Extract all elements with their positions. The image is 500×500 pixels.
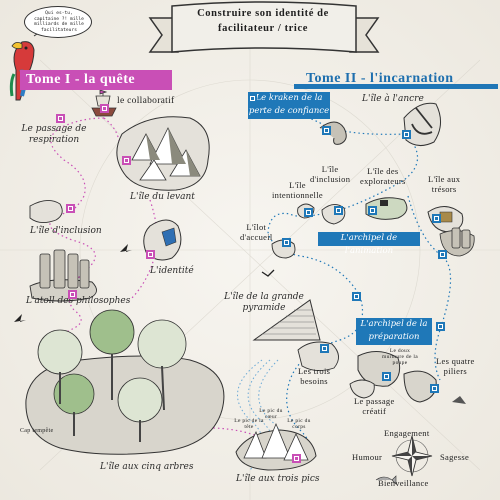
tome2-underline (294, 84, 498, 89)
label-archipel-animation: L'archipel de l'animation (318, 232, 420, 256)
label-quatre-piliers: Les quatre piliers (436, 356, 475, 376)
title-banner (148, 1, 380, 53)
label-cinq-arbres: L'île aux cinq arbres (100, 462, 194, 472)
stop-marker[interactable] (68, 290, 77, 299)
island-quatre-piliers (403, 370, 437, 403)
stop-marker[interactable] (436, 322, 445, 331)
stop-marker[interactable] (304, 208, 313, 217)
passage-creatif-line1: Le passage (354, 396, 395, 406)
ile-tresors-line1: L'île aux (428, 174, 461, 184)
stop-marker[interactable] (292, 454, 301, 463)
island-cinq-arbres (25, 309, 225, 455)
island-atoll (29, 249, 97, 302)
trois-besoins-line1: Les trois (298, 366, 331, 376)
tome2-route (251, 97, 419, 461)
label-identite: L'identité (150, 266, 194, 276)
compass-rose (391, 435, 433, 477)
title-line2: facilitateur / trice (218, 23, 308, 34)
island-identite (143, 219, 182, 261)
label-ilot-accueil: L'îlot d'accueil (240, 222, 273, 242)
ilot-accueil-line1: L'îlot (246, 222, 267, 232)
stop-marker[interactable] (248, 94, 257, 103)
bubble-line3: milliards de mille facilitateurs (34, 22, 84, 33)
stop-marker[interactable] (368, 206, 377, 215)
label-pic-corps: Le pic du corps (287, 418, 311, 430)
bubble-line1: Qui es-tu, (45, 11, 73, 16)
label-kraken: Le kraken de la perte de confiance (248, 92, 330, 119)
trois-besoins-line2: besoins (300, 376, 328, 386)
quatre-piliers-line2: piliers (443, 366, 467, 376)
stop-marker[interactable] (402, 130, 411, 139)
stop-marker[interactable] (382, 372, 391, 381)
ilot-accueil-line2: d'accueil (240, 232, 273, 242)
stop-marker[interactable] (146, 250, 155, 259)
label-atoll: L'atoll des philosophes (26, 296, 131, 306)
tome2-header: Tome II - l'incarnation (294, 69, 498, 89)
compass-south: Bienveillance (378, 478, 429, 488)
label-collaboratif: le collaboratif (117, 96, 175, 106)
passage-creatif-line2: créatif (362, 406, 387, 416)
ile-explorateurs-line1: L'île des (367, 166, 399, 176)
title-line1: Construire son identité de (197, 8, 329, 19)
label-cap-tempete: Cap tempête (20, 428, 54, 434)
page-title: Construire son identité de facilitateur … (178, 6, 348, 36)
label-passage-creatif: Le passage créatif (354, 396, 395, 416)
stop-marker[interactable] (432, 214, 441, 223)
stop-marker[interactable] (56, 114, 65, 123)
tome1-header: Tome I - la quête (20, 70, 172, 90)
label-doux-murmure: Le doux murmure de la poupe (382, 348, 418, 366)
label-ile-inclusion: L'île d'inclusion (30, 226, 102, 236)
label-trois-besoins: Les trois besoins (298, 366, 330, 386)
label-pic-tete: Le pic de la tête (234, 418, 264, 430)
stop-marker[interactable] (100, 104, 109, 113)
stop-marker[interactable] (334, 206, 343, 215)
tome2-label: Tome II - l'incarnation (306, 71, 454, 86)
tome1-route (49, 117, 105, 351)
label-archipel-preparation: L'archipel de la préparation (356, 318, 432, 345)
label-passage-respiration: Le passage de respiration (21, 124, 87, 145)
label-ile-levant: L'île du levant (130, 192, 195, 202)
island-trois-pics (235, 422, 317, 471)
bubble-line2: capitaine ?! mille (34, 16, 84, 22)
label-ile-inclusion-2: L'île d'inclusion (310, 164, 350, 184)
label-pic-coeur: Le pic du cœur (259, 408, 283, 420)
label-trois-pics: L'île aux trois pics (236, 474, 320, 484)
stop-marker[interactable] (122, 156, 131, 165)
ile-inclusion-2-line1: L'île (321, 164, 339, 174)
ile-tresors-line2: trésors (431, 184, 457, 194)
label-ile-intentionnelle: L'île intentionnelle (272, 180, 323, 200)
compass-east: Sagesse (440, 452, 470, 462)
island-ancre (403, 102, 441, 146)
label-ile-ancre: L'île à l'ancre (362, 94, 424, 104)
ile-inclusion-2-line2: d'inclusion (310, 174, 351, 184)
island-passage-creatif (349, 379, 375, 399)
island-tresors (427, 206, 464, 233)
label-ile-explorateurs: L'île des explorateurs (360, 166, 406, 186)
ile-intentionnelle-line2: intentionnelle (272, 190, 323, 200)
stop-marker[interactable] (352, 292, 361, 301)
stop-marker[interactable] (66, 204, 75, 213)
stop-marker[interactable] (322, 126, 331, 135)
compass-north: Engagement (384, 428, 430, 438)
label-ile-tresors: L'île aux trésors (428, 174, 460, 194)
stop-marker[interactable] (282, 238, 291, 247)
ile-intentionnelle-line1: L'île (289, 180, 306, 190)
ile-explorateurs-line2: explorateurs (360, 176, 406, 186)
island-pyramide (252, 299, 321, 341)
moai-right (439, 227, 475, 257)
stop-marker[interactable] (438, 250, 447, 259)
parrot-speech-bubble: Qui es-tu, capitaine ?! mille milliards … (24, 6, 92, 38)
stop-marker[interactable] (430, 384, 439, 393)
island-levant (116, 116, 210, 191)
compass-west: Humour (352, 452, 383, 462)
quatre-piliers-line1: Les quatre (436, 356, 475, 366)
stop-marker[interactable] (320, 344, 329, 353)
label-grande-pyramide: L'île de la grande pyramide (224, 292, 304, 313)
